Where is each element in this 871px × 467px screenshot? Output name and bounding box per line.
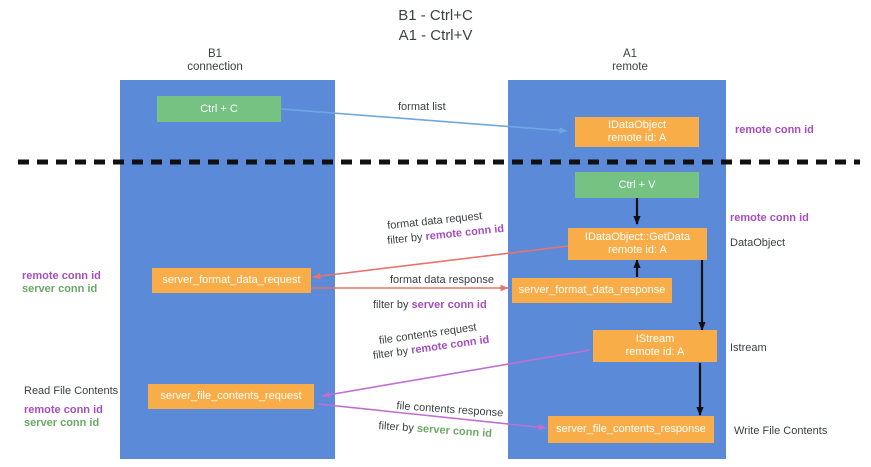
node-server-file-contents-response[interactable]: server_file_contents_response [548,416,714,443]
node-idataobject-remote-id: remote id: A [607,132,667,144]
column-header-a1-sub: remote [612,61,648,73]
node-server-format-data-response-label: server_format_data_response [518,284,666,296]
arrow-file-contents-response [317,403,547,431]
node-server-file-contents-request-label: server_file_contents_request [160,390,302,402]
right-label-dataobject: DataObject [730,237,786,249]
node-server-format-data-request-label: server_format_data_request [162,274,301,286]
label-format-data-response-filter-prefix: filter by [373,299,412,311]
node-server-format-data-response[interactable]: server_format_data_response [512,278,672,303]
right-label-remote-conn-id-mid: remote conn id [730,212,809,224]
node-getdata-label: IDataObject::GetData [584,231,691,243]
left-label-server-conn-id-2: server conn id [24,417,100,429]
node-ctrl-v[interactable]: Ctrl + V [575,172,699,198]
node-server-file-contents-request[interactable]: server_file_contents_request [148,384,314,409]
node-getdata-remote-id: remote id: A [608,244,667,256]
column-header-b1-sub: connection [187,61,243,73]
node-idataobject-getdata[interactable]: IDataObject::GetData remote id: A [568,228,707,260]
node-server-file-contents-response-label: server_file_contents_response [556,423,706,435]
column-header-a1-name: A1 [622,48,638,60]
node-ctrl-c-label: Ctrl + C [200,102,238,115]
arrow-file-contents-request [321,349,591,398]
left-label-remote-conn-id: remote conn id [22,270,101,282]
right-label-remote-conn-id-top: remote conn id [735,124,814,136]
node-server-format-data-request[interactable]: server_format_data_request [152,268,311,293]
node-ctrl-c[interactable]: Ctrl + C [157,96,281,122]
label-format-data-response-filter-key: server conn id [411,299,487,311]
arrow-format-data-request [312,245,569,280]
column-header-b1: B1 connection [130,48,300,74]
node-istream-remote-id: remote id: A [625,346,685,358]
node-istream[interactable]: IStream remote id: A [593,330,717,362]
label-file-contents-response-filter-prefix: filter by [378,420,418,435]
label-format-data-response: format data response [390,274,494,286]
label-format-data-response-filter: filter by server conn id [373,298,487,312]
node-idataobject-label: IDataObject [607,119,667,131]
left-label-remote-conn-id-2: remote conn id [24,404,103,416]
diagram-title-line1: B1 - Ctrl+C [398,7,473,24]
column-header-b1-name: B1 [207,48,223,60]
diagram-title-line2: A1 - Ctrl+V [398,27,473,44]
arrow-format-list [280,108,568,134]
node-idataobject[interactable]: IDataObject remote id: A [575,117,699,147]
column-header-a1: A1 remote [545,48,715,74]
right-label-write-file-contents: Write File Contents [734,425,828,437]
node-ctrl-v-label: Ctrl + V [618,178,656,191]
diagram-title: B1 - Ctrl+C A1 - Ctrl+V [0,6,871,46]
right-label-istream: Istream [730,342,767,354]
left-label-read-file-contents: Read File Contents [24,385,119,397]
left-label-server-conn-id: server conn id [22,283,98,295]
label-format-list: format list [398,101,446,113]
node-istream-label: IStream [635,333,675,345]
